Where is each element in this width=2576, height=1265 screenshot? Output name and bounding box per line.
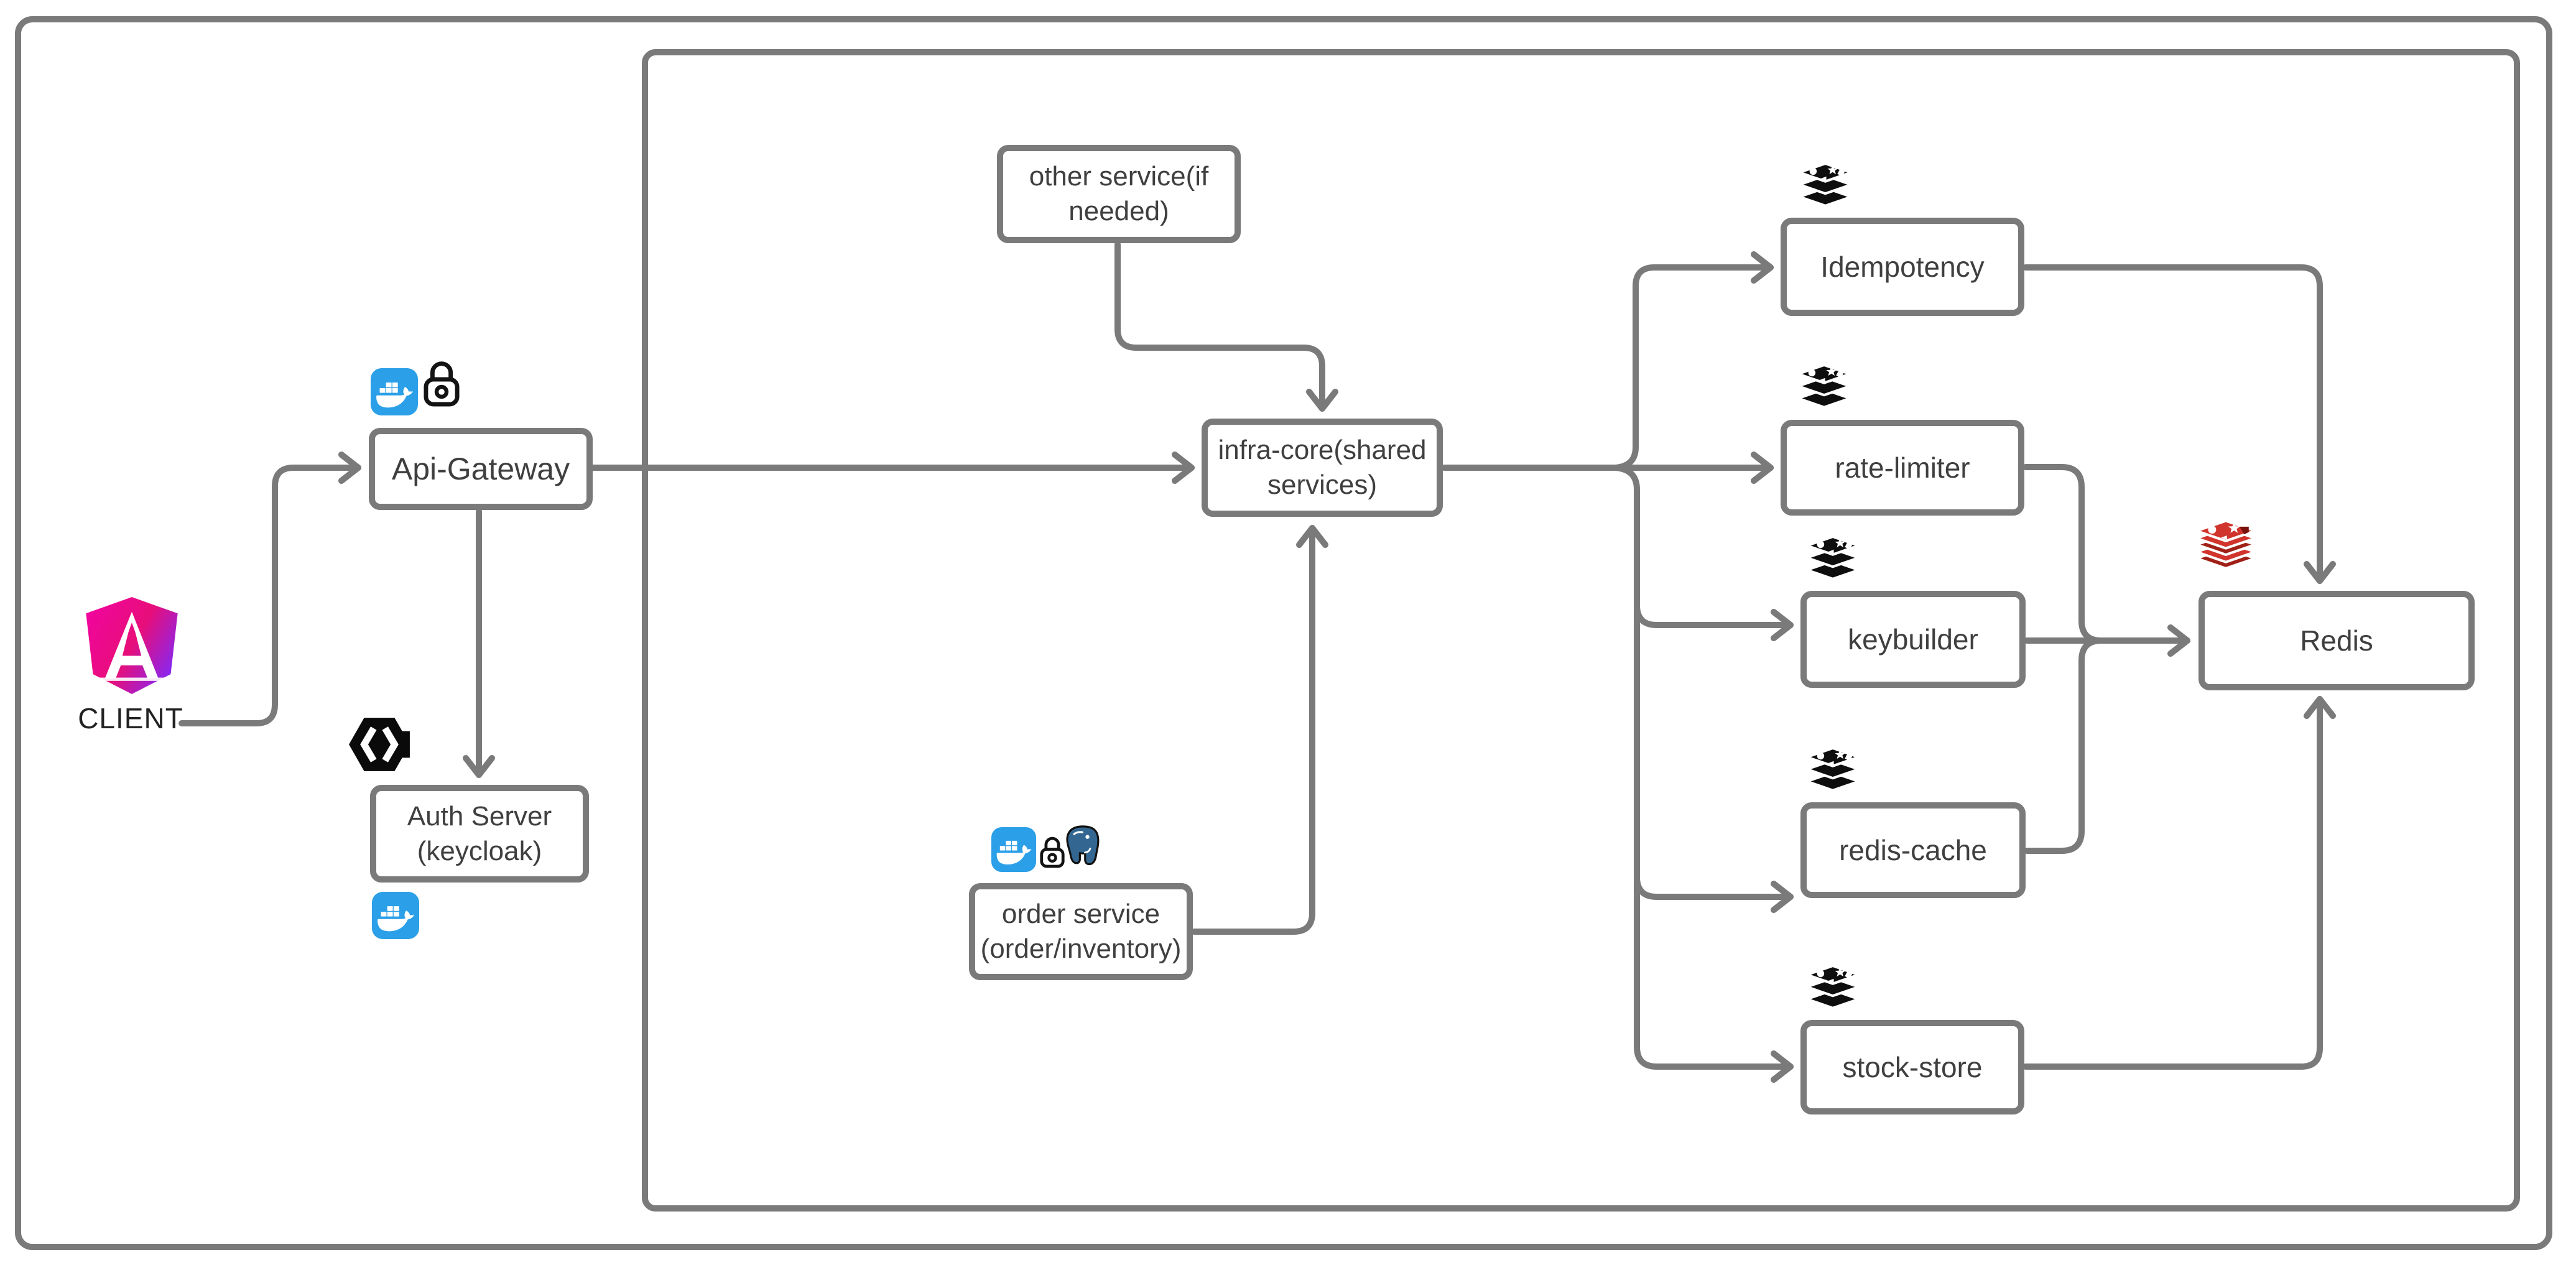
redis-icon: [1804, 748, 1862, 792]
angular-icon: [86, 597, 178, 694]
keycloak-icon: [349, 718, 410, 771]
node-auth-server: Auth Server (keycloak): [370, 785, 589, 883]
node-label: Redis: [2300, 624, 2373, 657]
docker-icon: [372, 892, 419, 939]
node-other-service: other service(if needed): [997, 145, 1241, 243]
node-label-line2: (keycloak): [417, 835, 542, 866]
postgresql-icon: [1066, 825, 1100, 866]
redis-icon: [1804, 965, 1862, 1010]
node-idempotency: Idempotency: [1781, 218, 2024, 316]
edge-otherservice-to-infracore: [1114, 241, 1338, 412]
node-label-line1: order service: [1001, 899, 1161, 929]
node-label: keybuilder: [1848, 623, 1978, 656]
node-infra-core: infra-core(shared services): [1202, 419, 1443, 517]
redis-icon: [1795, 364, 1853, 409]
node-label: stock-store: [1842, 1051, 1983, 1083]
node-label: rate-limiter: [1835, 452, 1970, 484]
edge-idempotency-to-redis: [2022, 264, 2336, 584]
client-label: CLIENT: [78, 702, 183, 734]
node-api-gateway: Api-Gateway: [369, 428, 593, 510]
edge-client-to-gateway: [178, 452, 361, 726]
node-label-line1: Auth Server: [407, 800, 552, 832]
node-label-line1: other service(if: [1029, 161, 1209, 192]
redis-icon: [1796, 163, 1855, 208]
node-label-line1: infra-core(shared: [1218, 435, 1427, 465]
lock-icon: [1040, 836, 1065, 868]
node-keybuilder: keybuilder: [1800, 591, 2026, 688]
edge-infracore-to-keybuilder: [1634, 602, 1794, 641]
node-label: redis-cache: [1839, 834, 1987, 866]
edge-infracore-to-idempotency: [1613, 251, 1774, 471]
node-label-line2: (order/inventory): [980, 934, 1182, 964]
edge-infracore-to-rediscache: [1634, 874, 1794, 913]
redis-icon: [2193, 520, 2259, 570]
node-order-service: order service (order/inventory): [969, 883, 1193, 980]
edge-orderservice-to-infracore: [1191, 525, 1328, 935]
docker-icon: [991, 827, 1036, 872]
node-label-line2: needed): [1068, 196, 1169, 226]
edge-rediscache-to-merge: [2024, 637, 2105, 854]
edge-infracore-to-stockstore: [1613, 465, 1794, 1083]
page-border: [15, 16, 2552, 1250]
services-container-border: [642, 49, 2520, 1212]
edge-stockstore-to-redis: [2022, 696, 2336, 1070]
node-label: Idempotency: [1820, 251, 1985, 283]
node-label-line2: services): [1267, 470, 1378, 500]
redis-icon: [1804, 536, 1862, 581]
edge-ratelimiter-to-merge: [2022, 464, 2105, 644]
node-stock-store: stock-store: [1800, 1020, 2024, 1114]
node-rate-limiter: rate-limiter: [1781, 420, 2024, 516]
lock-icon: [424, 361, 460, 407]
node-redis: Redis: [2198, 591, 2475, 690]
docker-icon: [371, 368, 418, 415]
node-label: Api-Gateway: [391, 452, 570, 486]
node-redis-cache: redis-cache: [1800, 802, 2026, 898]
